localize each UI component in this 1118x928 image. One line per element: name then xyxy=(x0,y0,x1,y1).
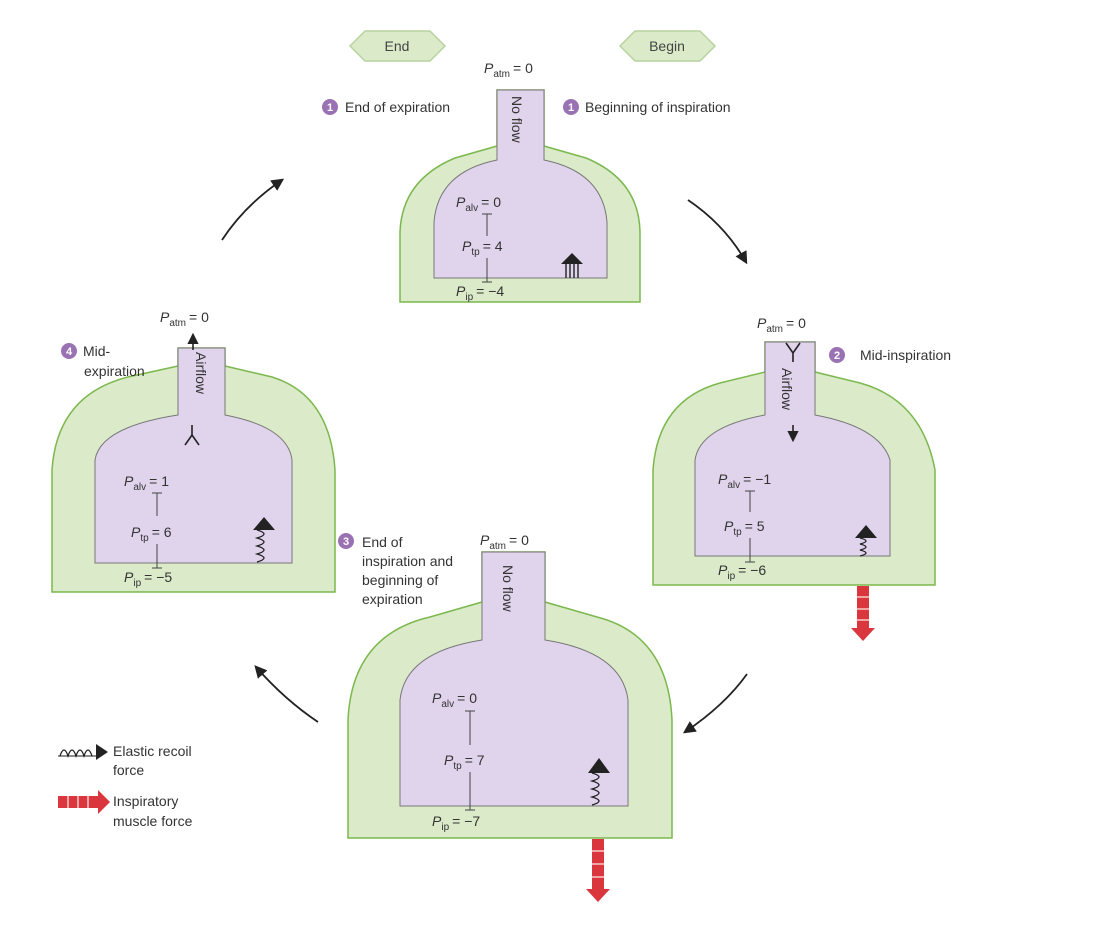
svg-text:muscle force: muscle force xyxy=(113,813,193,829)
svg-text:force: force xyxy=(113,762,144,778)
stage-1-recoil-icon xyxy=(561,253,583,278)
stage-4-ptp: Ptp= 6 xyxy=(131,524,172,544)
svg-text:2: 2 xyxy=(834,350,840,362)
svg-text:Mid-inspiration: Mid-inspiration xyxy=(860,347,951,363)
svg-text:expiration: expiration xyxy=(362,591,423,607)
legend: Elastic recoil force Inspiratory muscle … xyxy=(58,743,193,829)
stage-4-flow-label: Airflow xyxy=(193,352,209,395)
svg-text:1: 1 xyxy=(327,102,333,114)
stage-1-palv: Palv= 0 xyxy=(456,194,501,214)
stage-2-lung: Airflow Patm= 0 Palv= −1 Ptp= 5 Pip= −6 xyxy=(652,315,936,641)
cycle-arrow-2-to-3 xyxy=(682,673,748,734)
svg-text:Beginning of inspiration: Beginning of inspiration xyxy=(585,99,731,115)
stage-3-muscle-arrow xyxy=(586,839,610,902)
begin-label: Begin xyxy=(649,38,685,54)
stage-1-lung: No flow Patm= 0 Palv= 0 Ptp= 4 Pip= −4 xyxy=(399,60,641,303)
cycle-arrow-4-to-1 xyxy=(221,178,285,241)
stage-4-recoil-icon xyxy=(253,517,275,563)
stage-1-flow-label: No flow xyxy=(509,96,525,144)
stage-1-left-caption: 1 End of expiration xyxy=(322,99,450,115)
stage-3-flow-label: No flow xyxy=(500,565,516,613)
end-label: End xyxy=(385,38,410,54)
legend-recoil: Elastic recoil force xyxy=(58,743,192,778)
svg-text:3: 3 xyxy=(343,536,349,548)
stage-4-caption: 4 Mid- expiration xyxy=(61,343,145,379)
svg-text:inspiration and: inspiration and xyxy=(362,553,453,569)
stage-2-pip: Pip= −6 xyxy=(718,562,766,582)
stage-1-patm: Patm= 0 xyxy=(484,60,533,80)
stage-4-patm: Patm= 0 xyxy=(160,309,209,329)
svg-text:4: 4 xyxy=(66,346,73,358)
stage-2-recoil-icon xyxy=(855,525,877,557)
end-tag[interactable]: End xyxy=(348,30,447,62)
svg-text:End of: End of xyxy=(362,534,403,550)
stage-3-lung: No flow Patm= 0 Palv= 0 Ptp= 7 Pip= −7 xyxy=(347,532,673,902)
svg-text:Inspiratory: Inspiratory xyxy=(113,793,178,809)
legend-muscle: Inspiratory muscle force xyxy=(58,790,193,829)
svg-text:Mid-: Mid- xyxy=(83,343,111,359)
stage-2-palv: Palv= −1 xyxy=(718,471,771,491)
stage-2-patm: Patm= 0 xyxy=(757,315,806,335)
stage-1-pip: Pip= −4 xyxy=(456,283,504,303)
stage-3-recoil-icon xyxy=(588,758,610,806)
stage-3-patm: Patm= 0 xyxy=(480,532,529,552)
svg-text:expiration: expiration xyxy=(84,363,145,379)
stage-4-palv: Palv= 1 xyxy=(124,473,169,493)
svg-text:beginning of: beginning of xyxy=(362,572,438,588)
svg-text:1: 1 xyxy=(568,102,574,114)
stage-3-palv: Palv= 0 xyxy=(432,690,477,710)
stage-4-pip: Pip= −5 xyxy=(124,569,172,589)
stage-3-ptp: Ptp= 7 xyxy=(444,752,485,772)
stage-1-ptp: Ptp= 4 xyxy=(462,238,503,258)
stage-2-muscle-arrow xyxy=(851,586,875,641)
stage-1-right-caption: 1 Beginning of inspiration xyxy=(563,99,731,115)
svg-text:Elastic recoil: Elastic recoil xyxy=(113,743,192,759)
begin-tag[interactable]: Begin xyxy=(618,30,717,62)
stage-3-pip: Pip= −7 xyxy=(432,813,480,833)
stage-4-lung: Airflow Patm= 0 Palv= 1 Ptp= 6 Pip= −5 xyxy=(51,309,336,593)
cycle-arrow-1-to-2 xyxy=(687,199,748,265)
stage-2-flow-label: Airflow xyxy=(779,368,795,411)
svg-text:End of expiration: End of expiration xyxy=(345,99,450,115)
stage-2-caption: 2 Mid-inspiration xyxy=(829,347,951,363)
cycle-arrow-3-to-4 xyxy=(254,665,319,723)
stage-3-caption: 3 End of inspiration and beginning of ex… xyxy=(338,533,453,607)
stage-2-ptp: Ptp= 5 xyxy=(724,518,765,538)
